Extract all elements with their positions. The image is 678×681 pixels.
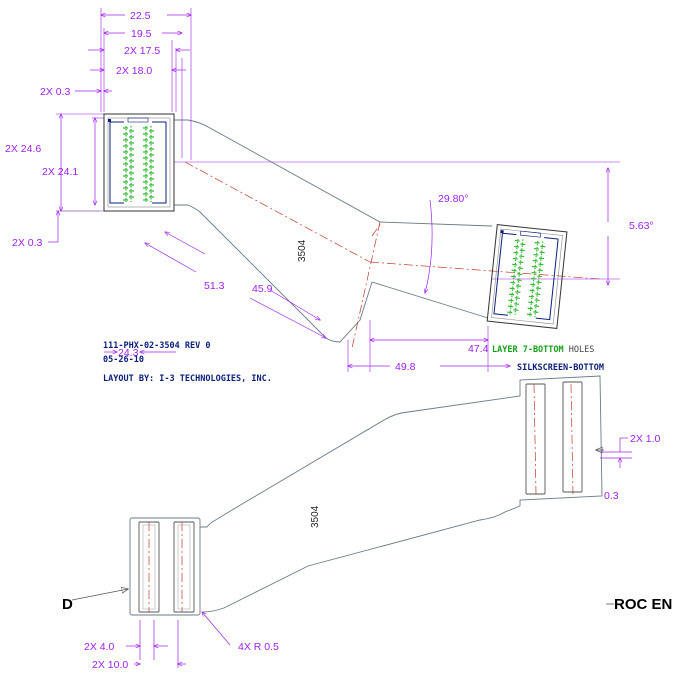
dim-0-3-bottom: 2X 0.3 [12,237,43,249]
bottom-stiffeners [138,381,583,613]
label-left-end: D [62,596,73,613]
top-dimension-lines [48,15,608,366]
top-centerlines [184,161,601,349]
dim-r-0-5: 4X R 0.5 [238,641,279,653]
layout-note: LAYOUT BY: I-3 TECHNOLOGIES, INC. [103,374,272,384]
layer-note: LAYER 7-BOTTOM HOLES [492,345,594,355]
dim-45-9: 45.9 [252,283,273,295]
dim-22-5: 22.5 [130,10,151,22]
bottom-cable-outline [129,375,603,616]
part-number-note: 111-PHX-02-3504 REV 0 [103,341,210,351]
right-connector [486,224,568,329]
dim-0-3-top: 2X 0.3 [40,86,71,98]
layer-note-green: LAYER 7-BOTTOM [492,345,564,355]
layer-note-holes: HOLES [564,345,595,355]
top-extension-lines [56,8,620,372]
silkscreen-note: SILKSCREEN-BOTTOM [517,363,604,373]
top-view: 22.5 19.5 2X 17.5 2X 18.0 2X 0.3 2X 24.6… [5,8,654,384]
label-right-end: ROC EN [614,596,672,613]
bottom-cable-label: 3504 [310,505,321,528]
dim-24-6: 2X 24.6 [5,143,41,155]
bottom-dimension-lines [126,437,632,668]
dim-47-4: 47.4 [468,343,489,355]
dim-29-80-deg: 29.80° [438,193,468,205]
dim-24-1: 2X 24.1 [42,166,78,178]
dim-1-0: 2X 1.0 [630,433,661,445]
dim-51-3: 51.3 [204,280,225,292]
date-note: 05-26-10 [103,355,144,365]
top-cable-outline [174,119,493,343]
dim-49-8: 49.8 [395,361,416,373]
dim-0-3-end: 0.3 [604,490,619,502]
bottom-view: 3504 2X 1.0 0.3 2X 4.0 2X 10.0 4X R 0.5 … [62,375,672,671]
dim-24-3: 24.3 [118,347,139,359]
top-cable-label: 3504 [297,239,308,262]
dim-4-0: 2X 4.0 [84,641,115,653]
dim-17-5: 2X 17.5 [124,45,160,57]
dim-5-63-deg: 5.63° [629,220,654,232]
dim-18-0: 2X 18.0 [116,65,152,77]
bottom-centerlines [148,383,574,612]
left-connector [103,113,175,212]
dim-10-0: 2X 10.0 [92,659,128,671]
dim-19-5: 19.5 [131,28,152,40]
